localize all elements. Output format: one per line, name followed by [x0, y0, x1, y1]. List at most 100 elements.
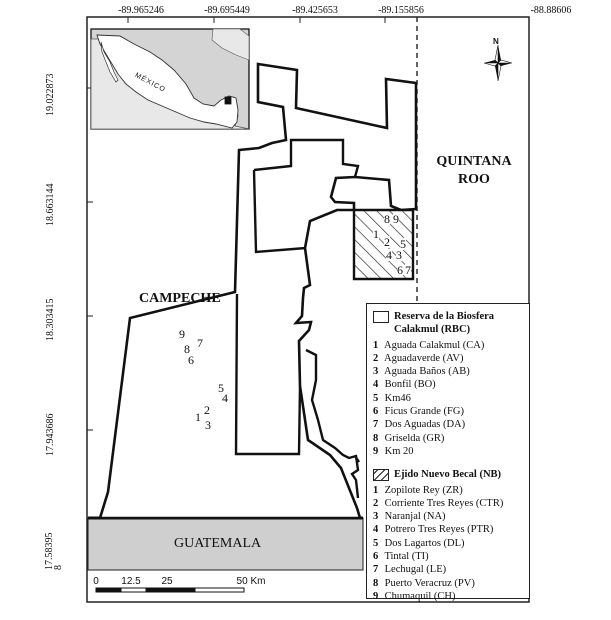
nb-hatch-swatch	[373, 469, 389, 482]
rbc-legend-number: 7	[373, 419, 379, 431]
nb-point-9: 9	[393, 212, 399, 226]
legend-rbc-list: 1 Aguada Calakmul (CA)2 Aguadaverde (AV)…	[373, 339, 523, 459]
rbc-legend-name: Aguadaverde (AV)	[384, 352, 464, 364]
rbc-interior-line-2	[252, 169, 307, 254]
campeche-label: CAMPECHE	[139, 291, 221, 306]
nb-legend-item: 5 Dos Lagartos (DL)	[373, 537, 523, 550]
nb-legend-number: 3	[373, 511, 379, 523]
longitude-label: -89.425653	[292, 5, 338, 16]
rbc-point-7: 7	[197, 336, 203, 350]
rbc-point-5: 5	[218, 381, 224, 395]
rbc-legend-number: 8	[373, 432, 379, 444]
nb-legend-number: 5	[373, 537, 379, 549]
rbc-legend-name: Aguada Calakmul (CA)	[384, 339, 485, 351]
nb-point-6: 6	[397, 263, 403, 277]
legend-nb-header: Ejido Nuevo Becal (NB)	[373, 468, 523, 482]
inset-map	[90, 28, 250, 130]
nb-legend-name: Corriente Tres Reyes (CTR)	[384, 497, 504, 509]
rbc-interior-line-4	[305, 348, 360, 499]
longitude-label: -89.695449	[204, 5, 250, 16]
nb-legend-number: 4	[373, 524, 379, 536]
nb-legend-name: Puerto Veracruz (PV)	[384, 577, 475, 589]
nb-point-5: 5	[400, 237, 406, 251]
nb-point-4: 4	[386, 248, 392, 262]
nb-legend-item: 9 Chumaquil (CH)	[373, 590, 523, 603]
latitude-label: 17.943686	[45, 413, 56, 457]
nb-legend-item: 6 Tintal (TI)	[373, 550, 523, 563]
scale-label: 50 Km	[236, 576, 266, 587]
rbc-legend-item: 7 Dos Aguadas (DA)	[373, 418, 523, 431]
nb-point-2: 2	[384, 235, 390, 249]
rbc-swatch	[373, 311, 389, 323]
rbc-legend-item: 1 Aguada Calakmul (CA)	[373, 339, 523, 352]
rbc-legend-name: Km46	[384, 392, 411, 404]
legend-nb-title: Ejido Nuevo Becal (NB)	[394, 469, 502, 481]
nb-legend-number: 9	[373, 590, 379, 602]
longitude-label: -88.88606	[530, 5, 572, 16]
scale-label: 12.5	[121, 576, 141, 587]
rbc-legend-name: Bonfil (BO)	[384, 379, 436, 391]
nb-legend-name: Naranjal (NA)	[384, 511, 446, 523]
nb-legend-name: Potrero Tres Reyes (PTR)	[384, 524, 494, 536]
rbc-legend-item: 5 Km46	[373, 392, 523, 405]
nb-ejido-area	[352, 208, 415, 281]
rbc-legend-number: 3	[373, 366, 379, 378]
latitude-label: 18.303415	[45, 298, 56, 342]
nb-legend-item: 3 Naranjal (NA)	[373, 510, 523, 523]
longitude-label: -89.965246	[118, 5, 164, 16]
rbc-point-9: 9	[179, 327, 185, 341]
rbc-legend-name: Aguada Baños (AB)	[384, 366, 470, 378]
rbc-legend-number: 9	[373, 445, 379, 457]
rbc-legend-name: Km 20	[384, 445, 414, 457]
rbc-point-2: 2	[204, 403, 210, 417]
nb-legend-item: 4 Potrero Tres Reyes (PTR)	[373, 523, 523, 536]
rbc-legend-name: Dos Aguadas (DA)	[384, 419, 466, 431]
nb-legend-name: Tintal (TI)	[384, 551, 429, 563]
nb-legend-item: 1 Zopilote Rey (ZR)	[373, 484, 523, 497]
latitude-label: 17.58395 8	[44, 532, 64, 571]
scale-label: 0	[93, 576, 99, 587]
nb-legend-item: 7 Lechugal (LE)	[373, 563, 523, 576]
rbc-point-6: 6	[188, 353, 194, 367]
legend-rbc-title: Reserva de la Biosfera Calakmul (RBC)	[394, 311, 495, 336]
nb-legend-number: 8	[373, 577, 379, 589]
quintana-roo-label: QUINTANA ROO	[436, 154, 512, 187]
nb-legend-number: 6	[373, 551, 379, 563]
rbc-legend-item: 3 Aguada Baños (AB)	[373, 365, 523, 378]
rbc-legend-item: 9 Km 20	[373, 445, 523, 458]
rbc-interior-line-5	[354, 455, 360, 463]
nb-point-1: 1	[373, 227, 379, 241]
latitude-label: 18.663144	[45, 183, 56, 227]
north-arrow	[483, 44, 513, 82]
nb-legend-number: 2	[373, 497, 379, 509]
nb-legend-item: 8 Puerto Veracruz (PV)	[373, 577, 523, 590]
scale-bar	[95, 587, 245, 593]
rbc-legend-item: 6 Ficus Grande (FG)	[373, 405, 523, 418]
rbc-legend-number: 5	[373, 392, 379, 404]
nb-legend-number: 7	[373, 564, 379, 576]
map-legend: Reserva de la Biosfera Calakmul (RBC) 1 …	[366, 303, 530, 602]
nb-legend-name: Zopilote Rey (ZR)	[384, 484, 463, 496]
rbc-legend-number: 6	[373, 406, 379, 418]
scale-label: 25	[161, 576, 173, 587]
nb-point-8: 8	[384, 212, 390, 226]
rbc-legend-item: 2 Aguadaverde (AV)	[373, 352, 523, 365]
latitude-label: 19.022873	[45, 73, 56, 117]
nb-point-3: 3	[396, 248, 402, 262]
rbc-legend-item: 8 Griselda (GR)	[373, 432, 523, 445]
legend-rbc-header: Reserva de la Biosfera Calakmul (RBC)	[373, 310, 523, 337]
longitude-label: -89.155856	[378, 5, 424, 16]
guatemala-label: GUATEMALA	[174, 536, 262, 551]
rbc-legend-number: 4	[373, 379, 379, 391]
rbc-interior-line-1	[253, 138, 360, 178]
rbc-legend-item: 4 Bonfil (BO)	[373, 378, 523, 391]
nb-legend-item: 2 Corriente Tres Reyes (CTR)	[373, 497, 523, 510]
north-label: N	[493, 37, 499, 46]
rbc-interior-line-3	[234, 293, 302, 456]
rbc-point-3: 3	[205, 418, 211, 432]
nb-legend-name: Dos Lagartos (DL)	[384, 537, 465, 549]
rbc-point-1: 1	[195, 410, 201, 424]
rbc-point-4: 4	[222, 391, 228, 405]
nb-legend-name: Lechugal (LE)	[384, 564, 447, 576]
nb-legend-name: Chumaquil (CH)	[384, 590, 456, 602]
